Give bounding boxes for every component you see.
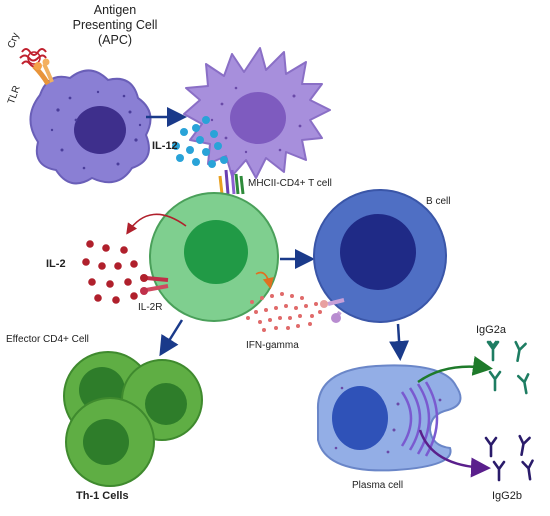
arrow-bcell-to-plasma xyxy=(389,323,410,361)
b-cell xyxy=(313,189,447,323)
il2-label: IL-2 xyxy=(46,258,66,270)
mhc-tcr-complex xyxy=(218,169,245,195)
il2r-label: IL-2R xyxy=(138,302,163,313)
tlr-receptor xyxy=(32,58,54,86)
ifn-gamma-label: IFN-gamma xyxy=(246,340,299,351)
effector-label: Effector CD4+ Cell xyxy=(6,334,89,345)
mhc-label: MHCII-CD4+ T cell xyxy=(248,178,332,189)
il12-cytokines xyxy=(172,116,228,168)
effector-cells xyxy=(63,351,203,487)
th1-label: Th-1 Cells xyxy=(76,490,129,502)
t-cell xyxy=(149,192,279,322)
bcell-receptor xyxy=(320,298,345,323)
cry-antigen xyxy=(19,48,47,68)
il2-cytokines xyxy=(82,240,138,304)
il12-label: IL-12 xyxy=(152,140,178,152)
apc-title-line3: (APC) xyxy=(97,33,133,47)
ifn-gamma-cytokines xyxy=(246,292,322,332)
arrow-plasma-to-igg2a xyxy=(417,355,493,384)
igg2a-label: IgG2a xyxy=(476,324,506,336)
apc-title-line2: Presenting Cell xyxy=(72,18,158,32)
arrow-ifn-release xyxy=(255,271,274,290)
arrow-plasma-to-igg2b xyxy=(418,429,491,478)
apc-cell xyxy=(29,69,152,185)
bcell-label: B cell xyxy=(426,196,451,207)
igg2a-antibodies xyxy=(486,340,530,395)
il2-receptor xyxy=(140,274,169,295)
igg2b-label: IgG2b xyxy=(492,490,522,502)
dendritic-cell xyxy=(183,47,331,179)
plasma-cell xyxy=(316,364,462,472)
arrow-tcell-to-effector xyxy=(159,319,184,357)
apc-title: Antigen Presenting Cell (APC) xyxy=(60,3,170,48)
arrow-il2-release xyxy=(126,213,187,235)
igg2b-antibodies xyxy=(484,434,534,482)
plasma-label: Plasma cell xyxy=(352,480,404,491)
apc-title-line1: Antigen xyxy=(93,3,137,17)
